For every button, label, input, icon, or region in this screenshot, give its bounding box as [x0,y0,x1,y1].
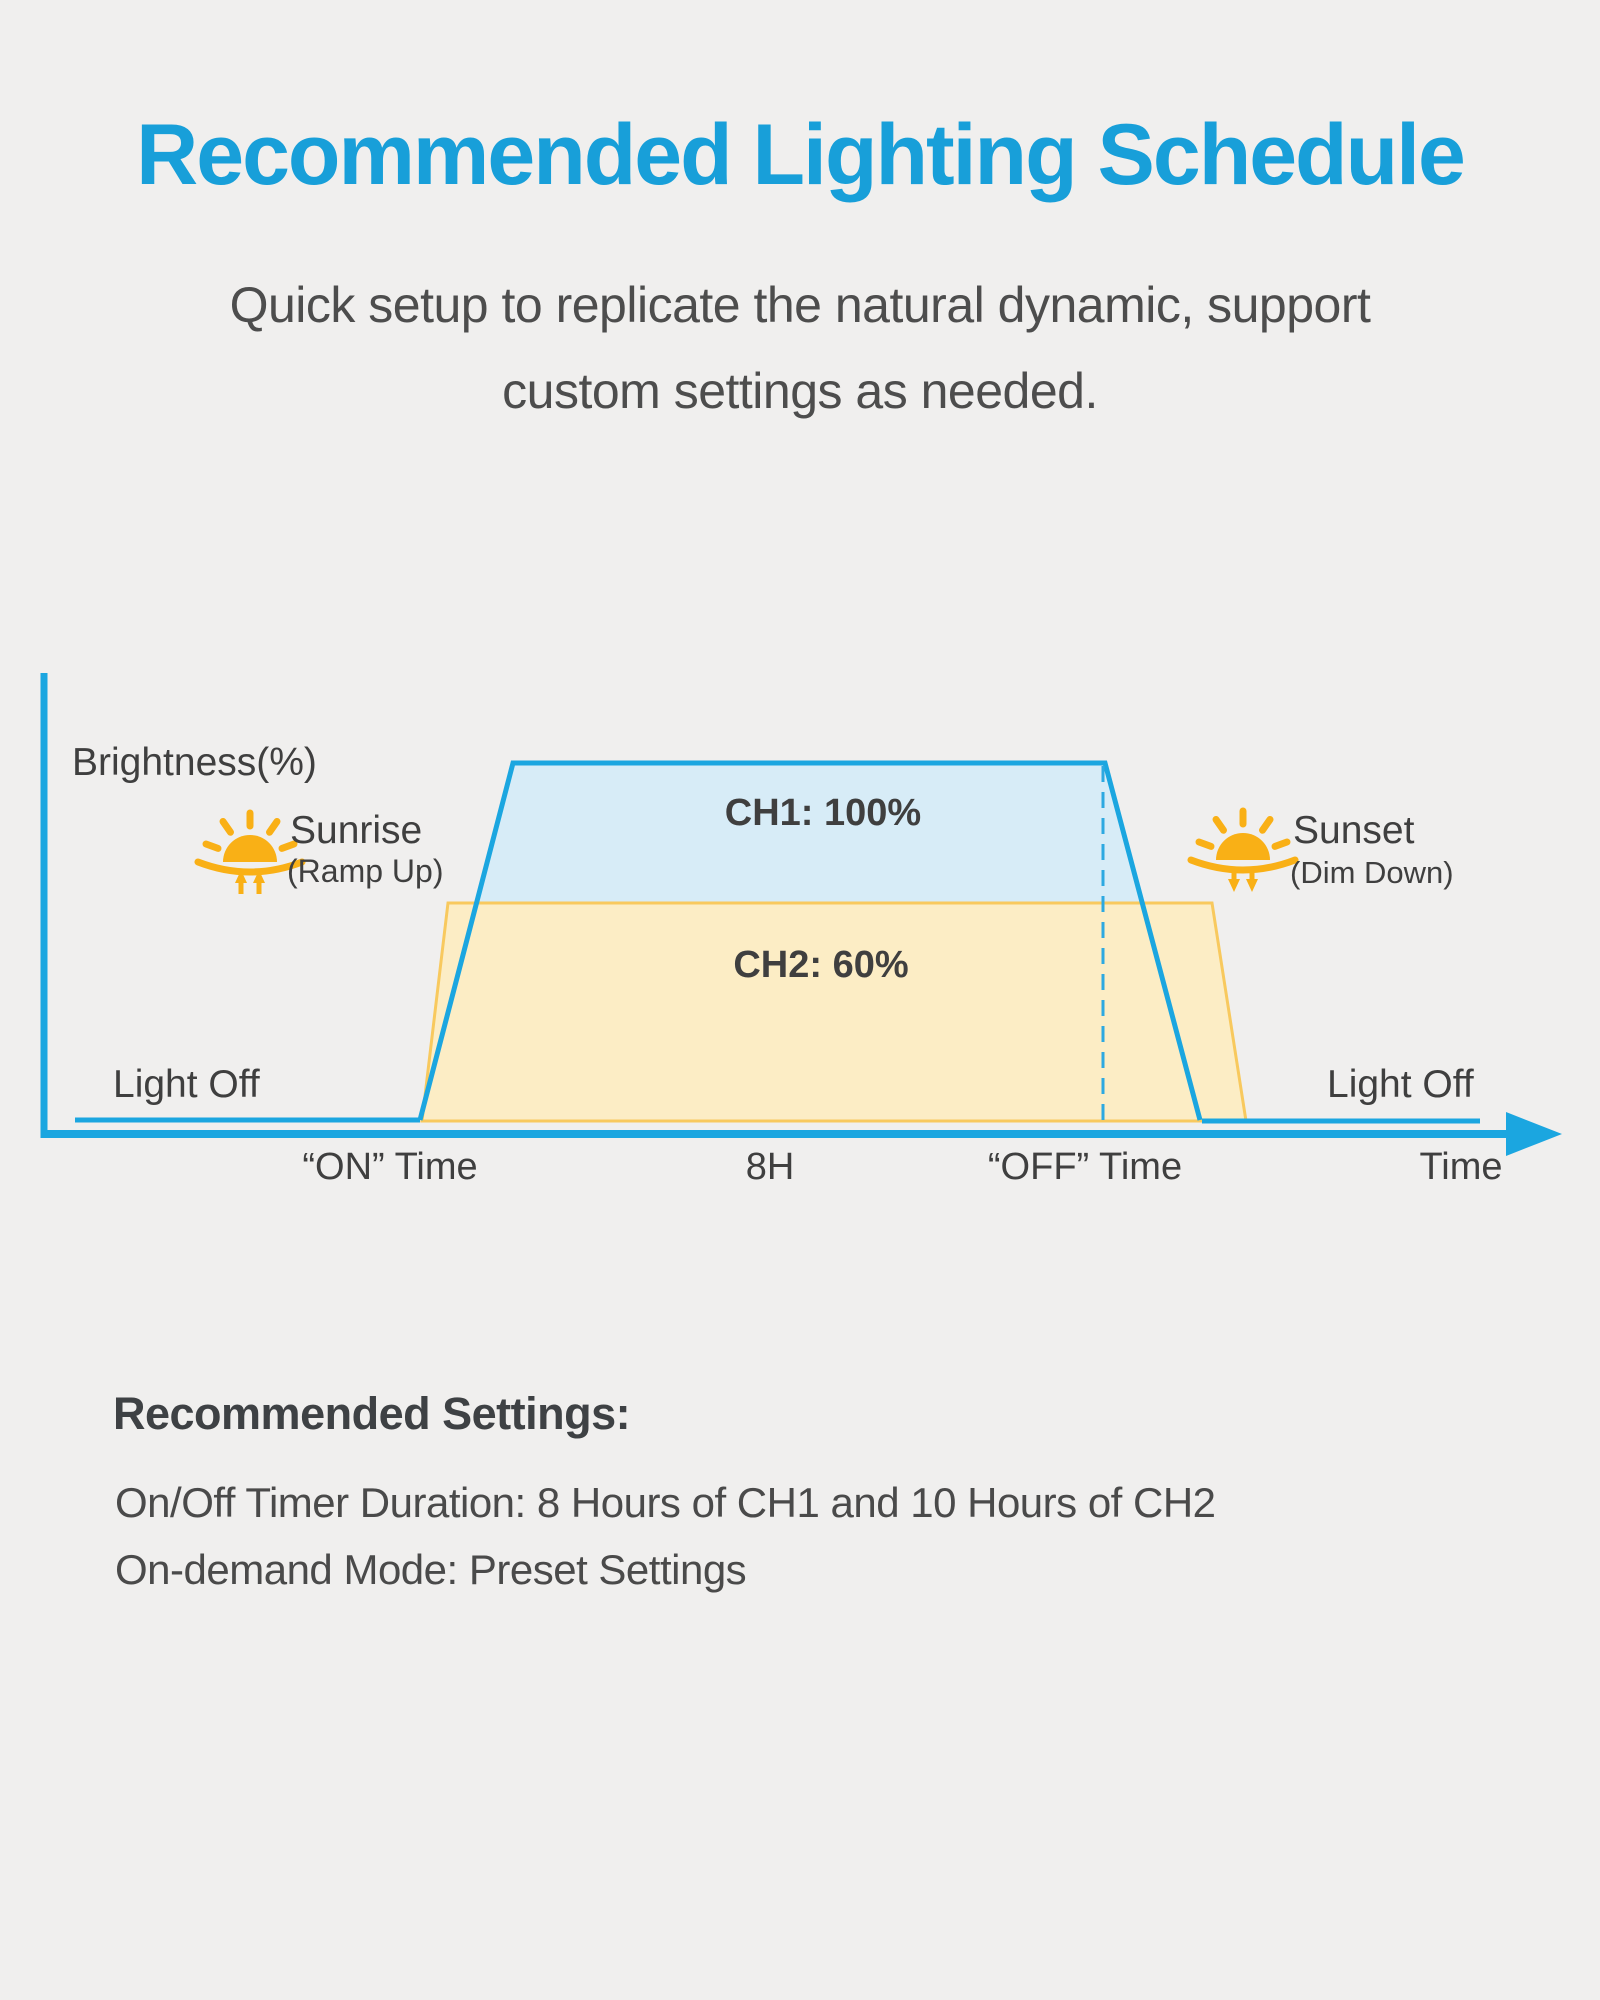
settings-heading: Recommended Settings: [113,1388,631,1439]
sunset-icon [1187,807,1299,892]
subtitle: Quick setup to replicate the natural dyn… [0,262,1600,434]
ch2-value-label: CH2: 60% [733,944,909,986]
settings-line-2: On-demand Mode: Preset Settings [115,1546,747,1593]
sunrise-sublabel: (Ramp Up) [287,853,444,889]
sunrise-label: Sunrise [290,809,423,852]
page-title: Recommended Lighting Schedule [136,107,1466,203]
tick-8h: 8H [745,1146,795,1188]
sunrise-icon [194,809,306,894]
ch1-outline [417,760,1203,1121]
x-axis-arrowhead [1506,1112,1562,1156]
ramp-up-arrows-icon [235,870,265,894]
y-axis-label: Brightness(%) [72,741,317,784]
light-off-label-left: Light Off [113,1063,260,1106]
subtitle-line-1: Quick setup to replicate the natural dyn… [229,277,1371,333]
sunset-label: Sunset [1293,809,1415,852]
settings-line-1: On/Off Timer Duration: 8 Hours of CH1 an… [115,1479,1216,1526]
sunset-sublabel: (Dim Down) [1290,855,1454,890]
tick-on-time: “ON” Time [302,1146,478,1188]
subtitle-line-2: custom settings as needed. [502,363,1098,419]
light-off-label-right: Light Off [1327,1063,1474,1106]
x-axis-label: Time [1419,1146,1503,1188]
ch1-value-label: CH1: 100% [724,792,922,834]
ch2-area [420,901,1248,1123]
tick-off-time: “OFF” Time [987,1146,1183,1188]
dim-down-arrows-icon [1228,868,1258,892]
